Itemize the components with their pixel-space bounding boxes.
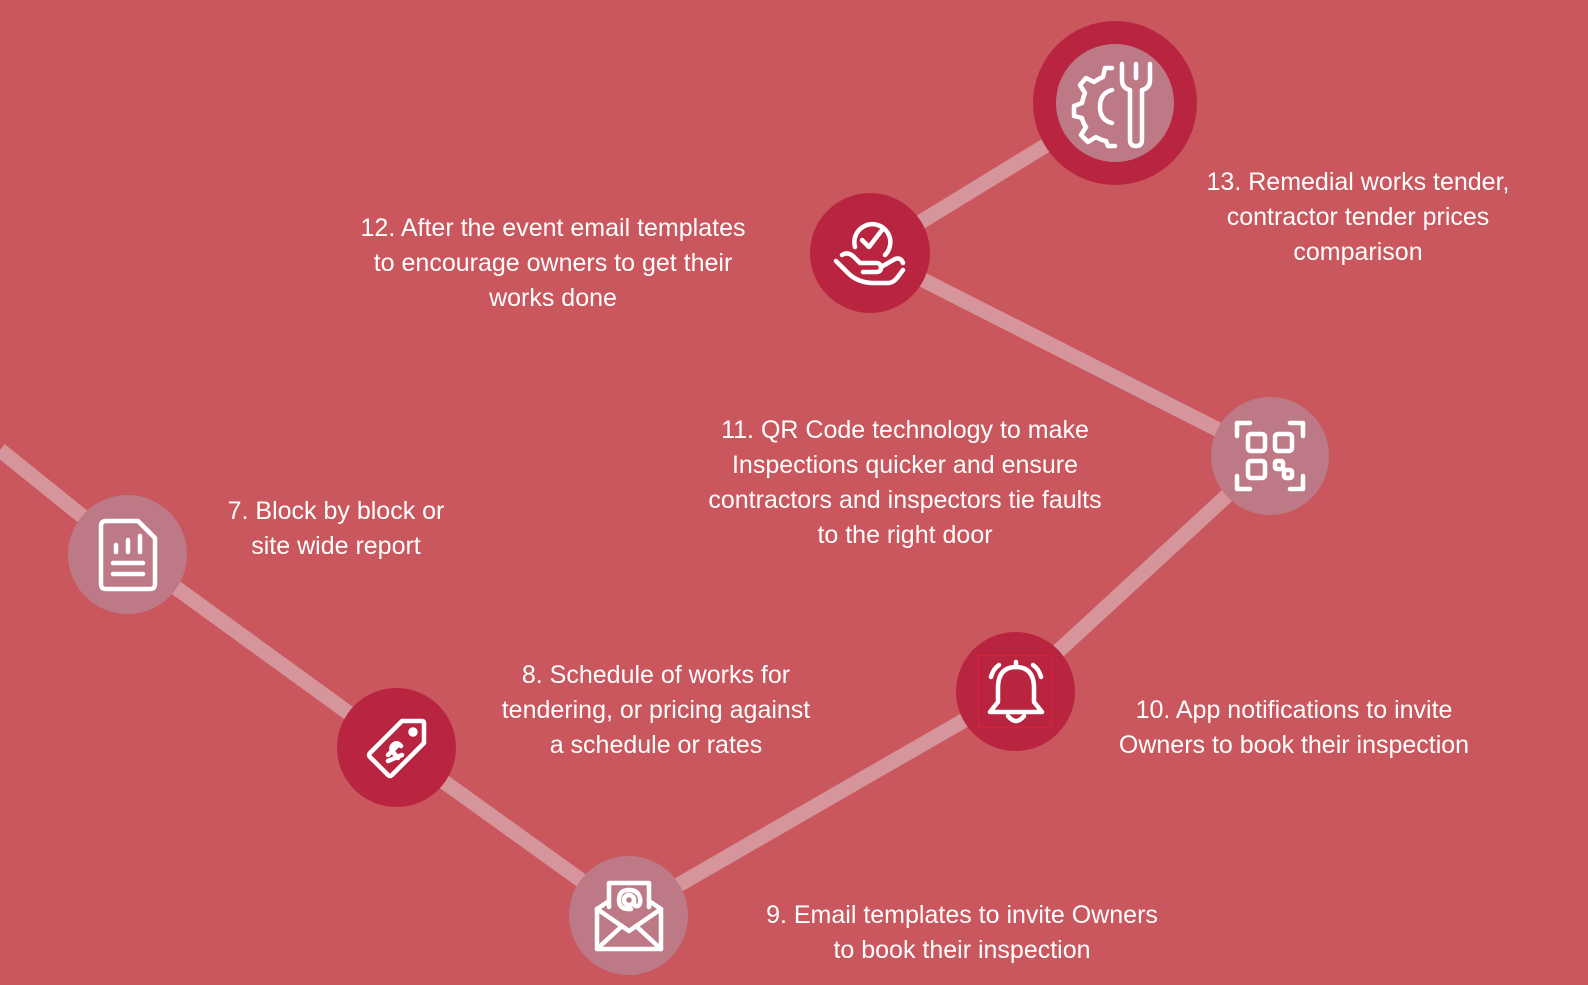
bell-highlight-box [978, 655, 1052, 728]
step-12-label: 12. After the event email templates to e… [360, 214, 746, 312]
gear-wrench-icon [1071, 61, 1153, 149]
step-11-label: 11. QR Code technology to make Inspectio… [708, 416, 1102, 549]
step-7-label: 7. Block by block or site wide report [227, 497, 445, 560]
price-tag-icon [366, 718, 426, 778]
step-13-node [1033, 21, 1197, 185]
qr-code-icon [1234, 420, 1306, 492]
hand-check-icon [833, 221, 906, 286]
email-icon [594, 880, 663, 951]
report-icon [98, 518, 157, 591]
step-7-node [68, 495, 187, 614]
step-11-node [1211, 397, 1329, 515]
step-10-label: 10. App notifications to invite Owners t… [1118, 696, 1470, 759]
step-9-node [569, 856, 688, 975]
step-12-node [810, 193, 930, 313]
step-13-label: 13. Remedial works tender, contractor te… [1206, 168, 1510, 266]
step-8-node [337, 688, 456, 807]
step-9-label: 9. Email templates to invite Owners to b… [766, 901, 1158, 964]
step-10-node [956, 632, 1075, 751]
bell-icon [987, 659, 1044, 723]
step-8-label: 8. Schedule of works for tendering, or p… [501, 661, 811, 759]
